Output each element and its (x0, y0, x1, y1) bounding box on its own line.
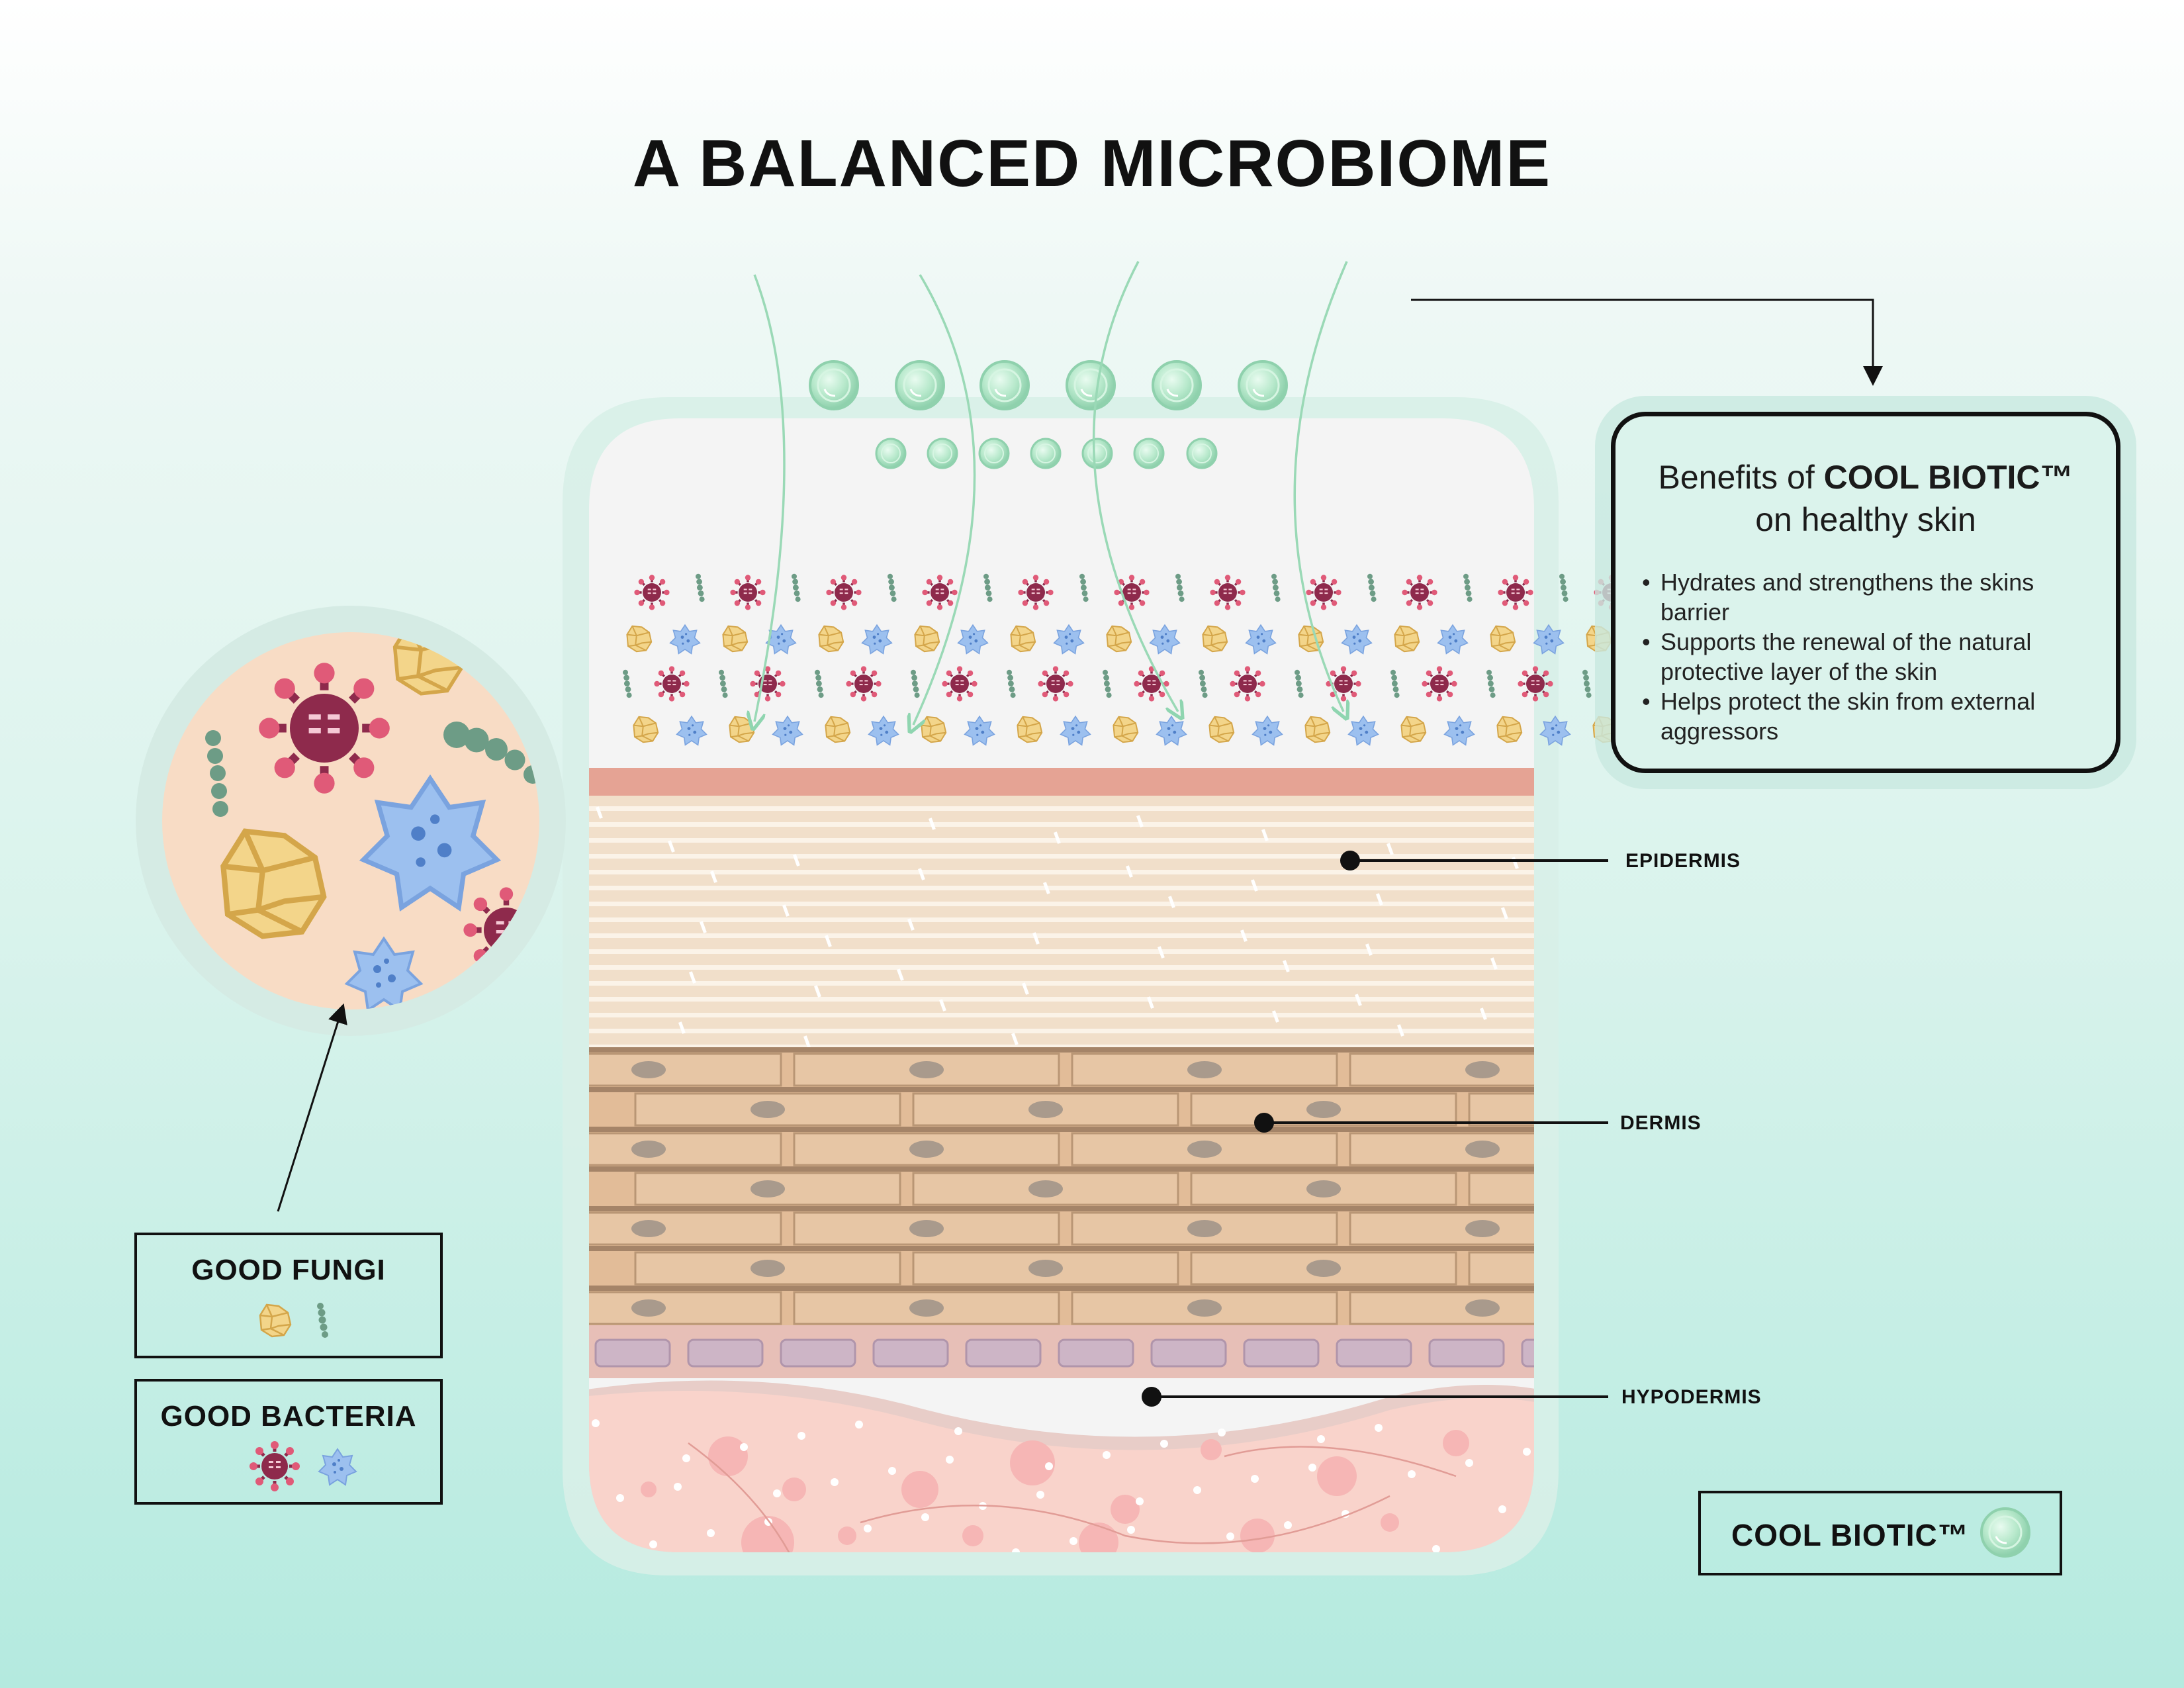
bacteria-maroon-icon (1516, 665, 1555, 703)
bacteria-maroon-icon (729, 573, 767, 612)
page-title: A BALANCED MICROBIOME (632, 126, 1552, 201)
legend-good-bacteria: GOOD BACTERIA (134, 1379, 443, 1505)
benefit-item: Supports the renewal of the natural prot… (1642, 627, 2089, 686)
label-dermis: DERMIS (1620, 1112, 1702, 1134)
probiotic-bead-icon (895, 360, 945, 410)
label-epidermis: EPIDERMIS (1625, 850, 1741, 872)
probiotic-bead-icon (1030, 438, 1062, 469)
fungi-chain-icon (1582, 669, 1592, 698)
benefits-heading-prefix: Benefits of (1658, 459, 1824, 496)
benefits-callout: Benefits of COOL BIOTIC™ on healthy skin… (1611, 412, 2120, 773)
probiotic-bead-icon (1152, 360, 1202, 410)
legend-cool-biotic: COOL BIOTIC™ (1698, 1491, 2062, 1575)
label-hypodermis: HYPODERMIS (1621, 1386, 1762, 1408)
bacteria-maroon-icon (940, 665, 979, 703)
probiotic-bead-icon (1133, 438, 1165, 469)
probiotic-bead-icon (927, 438, 958, 469)
bacteria-maroon-icon (1017, 573, 1055, 612)
bacteria-maroon-icon (259, 663, 390, 794)
probiotic-bead-icon (978, 438, 1010, 469)
bacteria-maroon-icon (921, 573, 959, 612)
legend-bacteria-title: GOOD BACTERIA (160, 1400, 417, 1432)
benefits-heading-brand: COOL BIOTIC™ (1823, 459, 2073, 496)
probiotic-bead-icon (979, 360, 1030, 410)
legend-good-fungi: GOOD FUNGI (134, 1233, 443, 1358)
probiotic-bead-icon (1238, 360, 1288, 410)
probiotic-bead-icon (875, 438, 907, 469)
fungi-yellow-icon (1586, 625, 1612, 653)
bacteria-maroon-icon (844, 665, 883, 703)
probiotic-bead-icon (1081, 438, 1113, 469)
bacteria-maroon-icon (1304, 573, 1343, 612)
bacteria-maroon-icon (1228, 665, 1267, 703)
bacteria-maroon-icon (825, 573, 863, 612)
benefits-heading: Benefits of COOL BIOTIC™ on healthy skin (1642, 456, 2089, 541)
bacteria-maroon-icon (653, 665, 691, 703)
bacteria-maroon-icon (633, 573, 671, 612)
benefit-item: Hydrates and strengthens the skins barri… (1642, 567, 2089, 627)
bacteria-maroon-icon (1400, 573, 1439, 612)
benefit-item: Helps protect the skin from external agg… (1642, 686, 2089, 746)
legend-fungi-title: GOOD FUNGI (191, 1254, 386, 1286)
probiotic-bead-icon (1186, 438, 1218, 469)
bacteria-maroon-icon (1420, 665, 1459, 703)
bacteria-maroon-icon (749, 665, 787, 703)
legend-cool-biotic-title: COOL BIOTIC™ (1731, 1518, 1969, 1552)
benefits-heading-suffix: on healthy skin (1755, 501, 1976, 538)
probiotic-bead-icon (809, 360, 859, 410)
benefits-list: Hydrates and strengthens the skins barri… (1642, 567, 2089, 746)
fungi-chain-icon (1559, 573, 1569, 602)
bacteria-maroon-icon (1113, 573, 1151, 612)
bacteria-maroon-icon (1132, 665, 1171, 703)
probiotic-bead-icon (1066, 360, 1116, 410)
bacteria-maroon-icon (1496, 573, 1535, 612)
bacteria-maroon-icon (1036, 665, 1075, 703)
bacteria-maroon-icon (1208, 573, 1247, 612)
fungi-chain-icon (205, 730, 228, 817)
